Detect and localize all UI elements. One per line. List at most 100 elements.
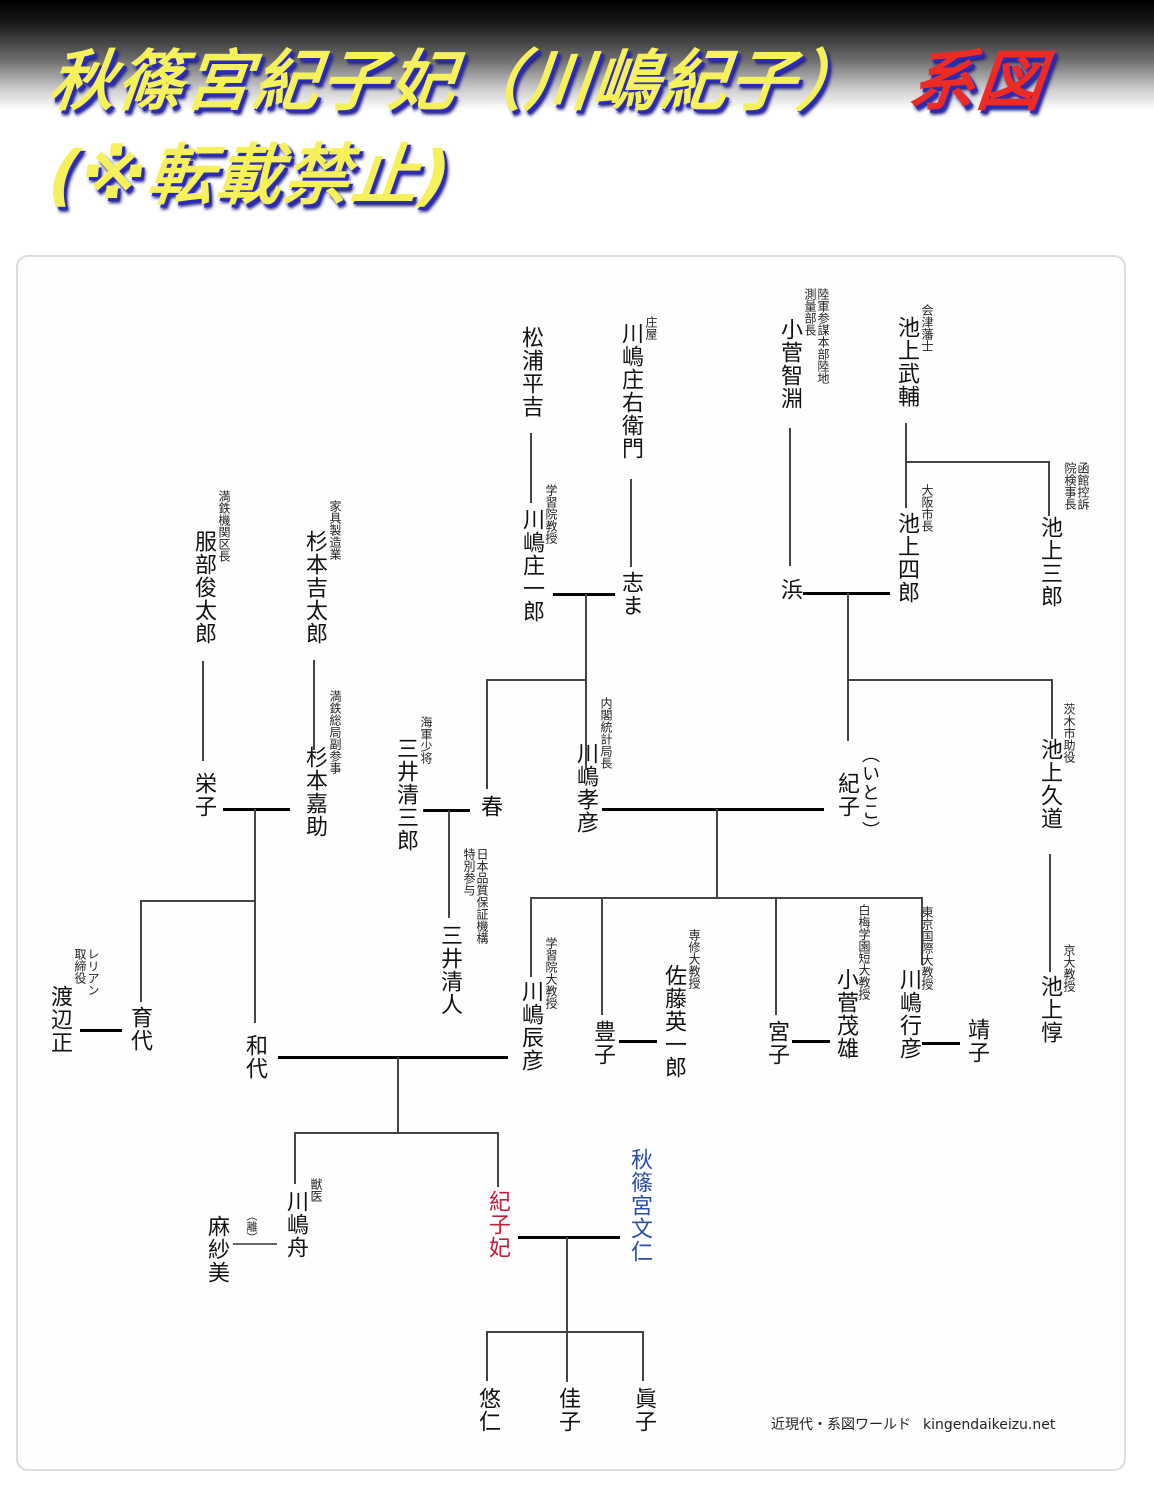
page-subtitle: (※転載禁止) <box>45 137 456 214</box>
person-prince-akishino: 秋篠宮文仁 <box>627 1148 652 1263</box>
person-title: 満鉄機関区長 <box>217 490 231 562</box>
line <box>254 809 256 1023</box>
person-kawashima-tatsuhiko: 川嶋辰彦 <box>518 980 543 1072</box>
title-text: 陸軍参謀本部陸地測量部長 <box>803 288 830 384</box>
divorce-note: （離） <box>245 1210 258 1243</box>
line <box>486 679 488 789</box>
marriage-line <box>518 1236 620 1239</box>
title-banner <box>0 0 1154 215</box>
marriage-line <box>80 1029 122 1032</box>
marriage-line <box>792 1040 830 1043</box>
source-credit: 近現代・系図ワールド kingendaikeizu.net <box>771 1414 1055 1434</box>
line <box>486 1331 488 1381</box>
person-ikegami-hisamichi: 池上久道 <box>1037 738 1062 830</box>
marriage-line <box>553 593 615 596</box>
line <box>1051 679 1053 739</box>
line <box>530 897 922 899</box>
person-kawashima-yukihiko: 川嶋行彦 <box>896 968 921 1060</box>
title-text: レリアン取締役 <box>73 948 100 996</box>
line <box>397 1057 399 1134</box>
person-matsuura-heikichi: 松浦平吉 <box>518 326 543 418</box>
person-title: 東京国際大教授 <box>920 906 934 990</box>
family-tree-card <box>16 255 1126 1471</box>
person-title: 会津藩士 <box>920 304 934 352</box>
person-ikegami-shiro: 池上四郎 <box>894 512 919 604</box>
line <box>530 433 532 503</box>
line <box>601 897 603 1015</box>
title-accent: 系図 <box>905 43 1050 120</box>
credit-url[interactable]: kingendaikeizu.net <box>923 1417 1056 1433</box>
person-kawashima-shoemon: 川嶋庄右衛門 <box>618 322 643 460</box>
person-sato-eiichiro: 佐藤英一郎 <box>661 964 686 1079</box>
line <box>905 423 907 508</box>
title-main: 秋篠宮紀子妃（川嶋紀子） <box>45 43 870 120</box>
line <box>716 809 718 899</box>
person-sugimoto-kichitaro: 杉本吉太郎 <box>302 530 327 645</box>
person-seiko: 靖子 <box>964 1018 989 1064</box>
person-watanabe-tadashi: 渡辺正 <box>47 985 72 1054</box>
line <box>140 900 142 1002</box>
line <box>1049 854 1051 972</box>
person-mitsui-seizaburo: 三井清三郎 <box>393 737 418 852</box>
person-title: 京大教授 <box>1062 944 1076 992</box>
page-title: 秋篠宮紀子妃（川嶋紀子） 系図 <box>45 28 1051 124</box>
marriage-line <box>278 1056 508 1059</box>
person-title: 茨木市助役 <box>1062 703 1076 763</box>
title-text: 函館控訴院検事長 <box>1063 462 1090 510</box>
cousin-note: （いとこ） <box>859 745 880 840</box>
person-hattori-shuntaro: 服部俊太郎 <box>191 530 216 645</box>
credit-text: 近現代・系図ワールド <box>771 1417 911 1433</box>
line <box>585 594 587 770</box>
person-title: 大阪市長 <box>920 484 934 532</box>
person-title: 学習院大教授 <box>544 937 558 1009</box>
person-title: レリアン取締役 <box>73 948 100 1008</box>
line <box>486 1331 644 1333</box>
person-title: 家具製造業 <box>328 500 342 560</box>
line <box>530 897 532 977</box>
marriage-line <box>423 809 470 812</box>
person-mako: 眞子 <box>631 1387 656 1433</box>
person-ikuyo: 育代 <box>127 1006 152 1052</box>
line <box>847 679 1052 681</box>
divorce-line <box>233 1243 277 1245</box>
person-miyako: 宮子 <box>764 1020 789 1066</box>
person-kawashima-shu: 川嶋舟 <box>283 1190 308 1259</box>
person-title: 満鉄総局副参事 <box>328 690 342 774</box>
line <box>630 479 632 567</box>
line <box>294 1132 499 1134</box>
person-kako: 佳子 <box>555 1387 580 1433</box>
person-hisahito: 悠仁 <box>475 1387 500 1433</box>
line <box>642 1331 644 1381</box>
person-mitsui-kiyoto: 三井清人 <box>437 924 462 1016</box>
marriage-line <box>223 808 290 811</box>
person-hama: 浜 <box>777 578 802 601</box>
marriage-line <box>619 1040 657 1043</box>
line <box>448 810 450 918</box>
line <box>140 900 255 902</box>
person-title: 内閣統計局長 <box>599 697 613 769</box>
marriage-line <box>922 1042 960 1045</box>
person-title: 陸軍参謀本部陸地測量部長 <box>803 288 830 392</box>
person-asami: 麻紗美 <box>204 1215 229 1284</box>
line <box>497 1132 499 1187</box>
line <box>847 593 849 741</box>
person-title: 学習院教授 <box>544 484 558 544</box>
line <box>202 661 204 761</box>
person-princess-kiko: 紀子妃 <box>485 1190 510 1259</box>
person-title: 日本品質保証機構特別参与 <box>462 848 489 986</box>
person-shima: 志ま <box>618 571 643 617</box>
person-title: 白梅学園短大教授 <box>857 904 871 1000</box>
person-ikegami-takesuke: 池上武輔 <box>894 316 919 408</box>
person-ikegami-saburo: 池上三郎 <box>1037 516 1062 608</box>
person-title: 海軍少将 <box>419 716 433 764</box>
person-title: 獣医 <box>309 1178 323 1202</box>
person-kawashima-takahiko: 川嶋孝彦 <box>573 742 598 834</box>
title-text: 日本品質保証機構特別参与 <box>462 848 489 944</box>
line <box>921 897 923 965</box>
person-eiko: 栄子 <box>191 772 216 818</box>
person-ikegami-atsushi: 池上惇 <box>1037 975 1062 1044</box>
marriage-line <box>602 808 824 811</box>
person-kosuge-tomofuchi: 小菅智淵 <box>777 318 802 410</box>
line <box>486 679 586 681</box>
line <box>313 660 315 750</box>
